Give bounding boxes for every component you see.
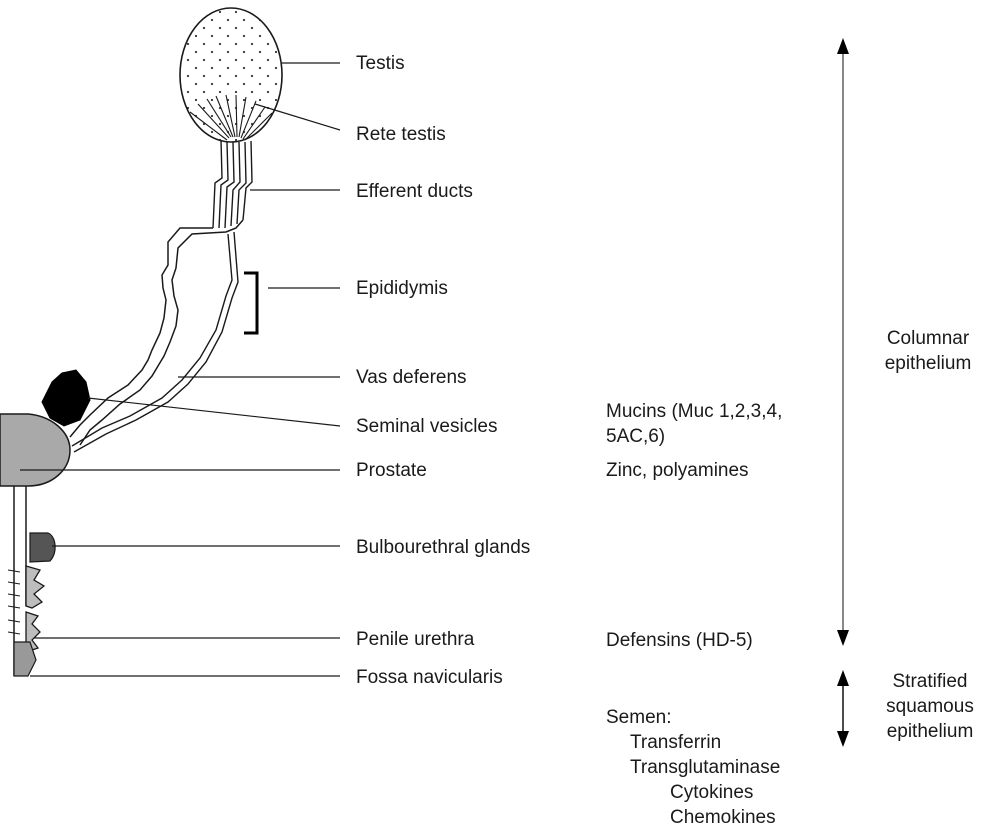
reproductive-tract-drawing <box>0 8 282 676</box>
epididymis-shape <box>70 220 243 445</box>
label-epididymis: Epididymis <box>356 278 448 299</box>
leader-seminal-vesicles <box>88 398 340 426</box>
prostate-shape <box>0 414 70 486</box>
epithelium-labels: Columnar epithelium Stratified squamous … <box>885 328 974 742</box>
stratified-arrow <box>837 670 849 747</box>
epididymis-bracket <box>244 273 257 333</box>
semen-item-transferrin: Transferrin <box>630 732 721 753</box>
bulbourethral-gland-shape <box>30 533 55 562</box>
semen-item-transglutaminase: Transglutaminase <box>630 757 780 778</box>
label-stratified-line3: epithelium <box>887 721 974 742</box>
label-columnar-line2: epithelium <box>885 353 972 374</box>
label-bulbourethral-glands: Bulbourethral glands <box>356 537 530 558</box>
testis-shape <box>180 8 282 142</box>
semen-item-chemokines: Chemokines <box>670 807 776 828</box>
penile-urethra-folds <box>26 566 44 652</box>
secretion-mucins-line1: Mucins (Muc 1,2,3,4, <box>606 401 782 422</box>
structure-labels: Testis Rete testis Efferent ducts Epidid… <box>356 53 530 688</box>
secretion-mucins-line2: 5AC,6) <box>606 426 665 447</box>
label-stratified-line1: Stratified <box>893 671 968 692</box>
stratified-arrow-down-head <box>837 731 849 747</box>
label-seminal-vesicles: Seminal vesicles <box>356 416 498 437</box>
label-columnar-line1: Columnar <box>887 328 970 349</box>
label-testis: Testis <box>356 53 405 74</box>
label-efferent-ducts: Efferent ducts <box>356 181 473 202</box>
label-rete-testis: Rete testis <box>356 124 446 145</box>
efferent-ducts-shape <box>213 140 252 228</box>
label-prostate: Prostate <box>356 460 427 481</box>
label-fossa-navicularis: Fossa navicularis <box>356 667 503 688</box>
semen-heading: Semen: <box>606 707 671 728</box>
secretion-zinc: Zinc, polyamines <box>606 460 749 481</box>
columnar-arrow-down-head <box>837 630 849 646</box>
columnar-arrow <box>837 38 849 646</box>
secretions-column: Mucins (Muc 1,2,3,4, 5AC,6) Zinc, polyam… <box>606 401 782 828</box>
seminal-vesicle-shape <box>42 370 90 426</box>
stratified-arrow-up-head <box>837 670 849 686</box>
semen-item-cytokines: Cytokines <box>670 782 753 803</box>
label-stratified-line2: squamous <box>886 696 974 717</box>
secretion-defensins: Defensins (HD-5) <box>606 630 753 651</box>
columnar-arrow-up-head <box>837 38 849 54</box>
label-penile-urethra: Penile urethra <box>356 629 475 650</box>
label-vas-deferens: Vas deferens <box>356 367 467 388</box>
leader-lines <box>20 63 340 676</box>
